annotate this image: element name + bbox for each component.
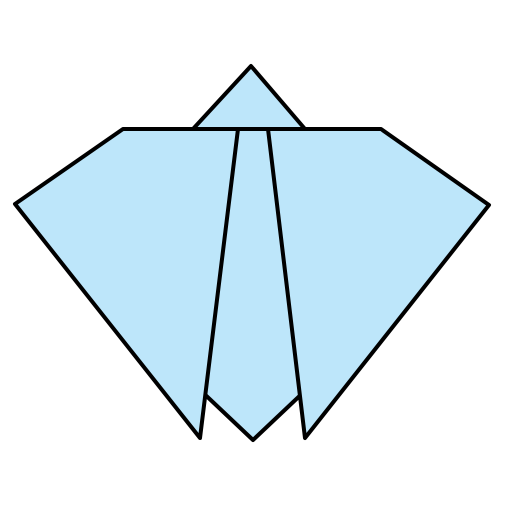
left-wing-shape [13, 127, 240, 440]
right-wing-shape [266, 127, 491, 440]
top-triangle-shape [191, 64, 307, 131]
